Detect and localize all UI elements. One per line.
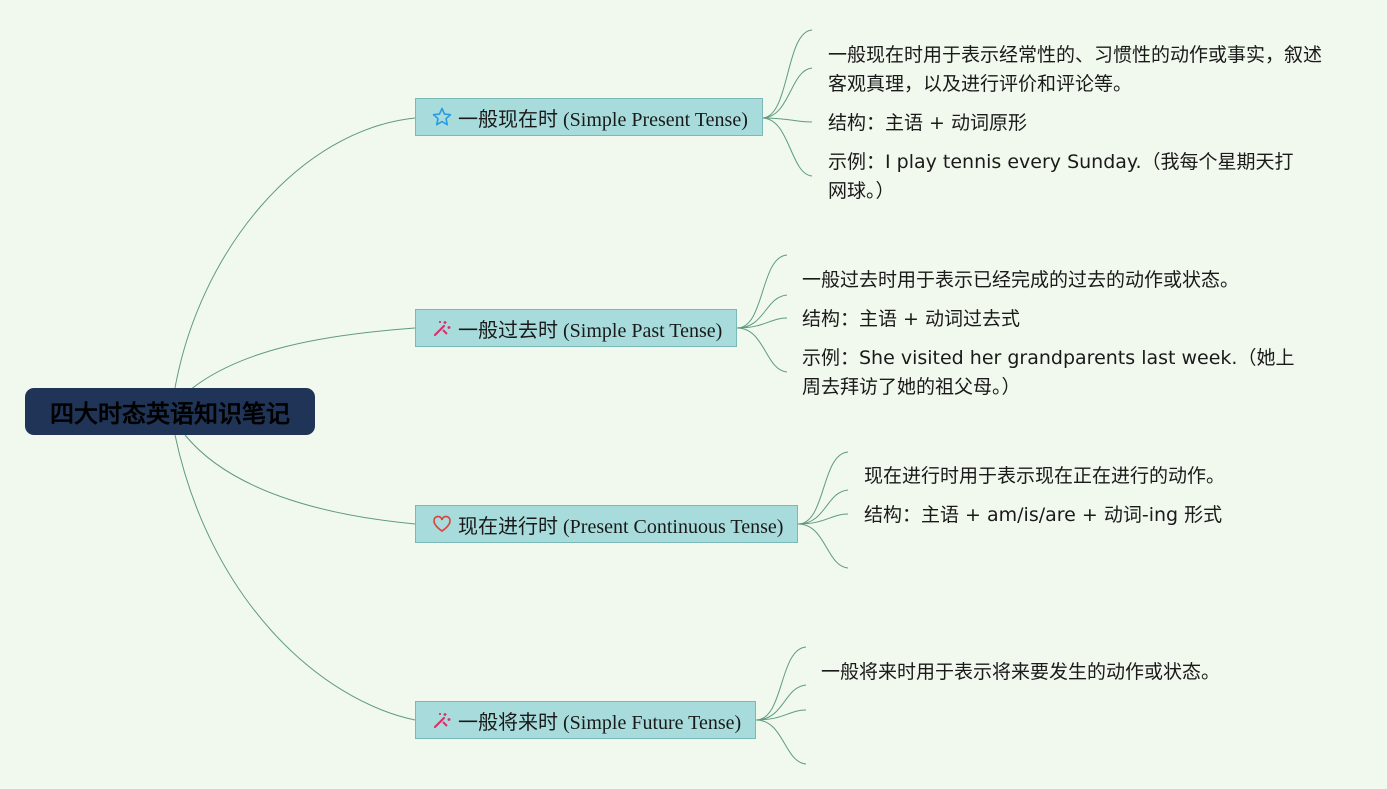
branch-simple-past[interactable]: 一般过去时 (Simple Past Tense) — [415, 309, 738, 347]
magic-wand-icon — [432, 710, 452, 730]
branch-simple-present[interactable]: 一般现在时 (Simple Present Tense) — [415, 98, 763, 136]
leaf-structure[interactable]: 结构：主语 + 动词过去式 — [802, 308, 1020, 330]
leaf-definition[interactable]: 一般过去时用于表示已经完成的过去的动作或状态。 — [802, 269, 1240, 291]
leaf-structure[interactable]: 结构：主语 + 动词原形 — [828, 112, 1027, 134]
leaf-definition[interactable]: 一般将来时用于表示将来要发生的动作或状态。 — [821, 661, 1221, 683]
root-title: 四大时态英语知识笔记 — [50, 400, 290, 428]
leaf-example[interactable]: 示例：I play tennis every Sunday.（我每个星期天打网球… — [828, 151, 1294, 202]
heart-icon — [432, 514, 452, 534]
leaf-definition[interactable]: 一般现在时用于表示经常性的、习惯性的动作或事实，叙述客观真理，以及进行评价和评论… — [828, 44, 1323, 95]
branch-title: 一般将来时 (Simple Future Tense) — [458, 711, 742, 734]
branch-title: 现在进行时 (Present Continuous Tense) — [458, 515, 784, 538]
branch-title: 一般过去时 (Simple Past Tense) — [458, 319, 723, 342]
leaf-definition[interactable]: 现在进行时用于表示现在正在进行的动作。 — [864, 465, 1226, 487]
star-icon — [432, 107, 452, 127]
leaf-example[interactable]: 示例：She visited her grandparents last wee… — [802, 347, 1295, 398]
branch-present-continuous[interactable]: 现在进行时 (Present Continuous Tense) — [415, 505, 799, 543]
leaf-structure[interactable]: 结构：主语 + am/is/are + 动词-ing 形式 — [864, 504, 1223, 526]
branch-simple-future[interactable]: 一般将来时 (Simple Future Tense) — [415, 701, 757, 739]
branch-title: 一般现在时 (Simple Present Tense) — [458, 108, 748, 131]
root-node[interactable]: 四大时态英语知识笔记 — [25, 388, 315, 435]
magic-wand-icon — [432, 318, 452, 338]
